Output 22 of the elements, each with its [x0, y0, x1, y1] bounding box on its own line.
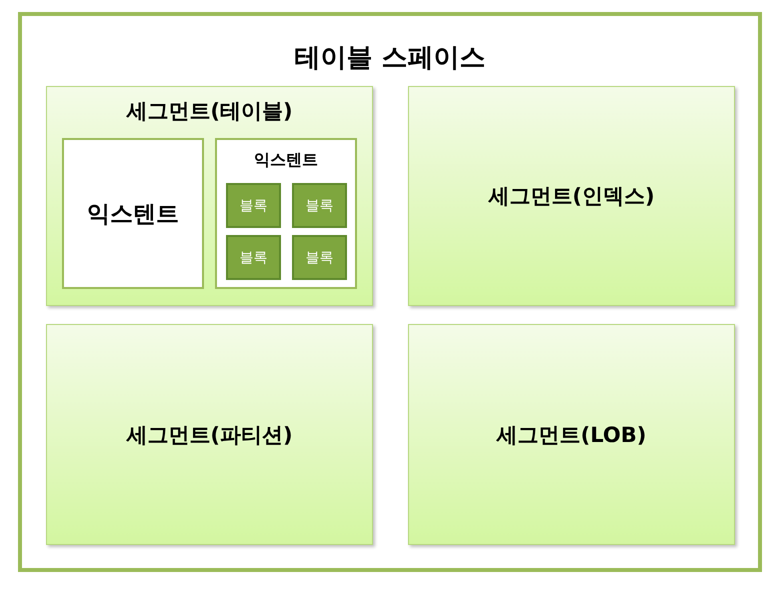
segment-panel	[408, 86, 735, 306]
extent-label: 익스텐트	[87, 200, 179, 229]
block-box	[292, 235, 347, 280]
extent-box	[62, 138, 204, 289]
extent-box	[215, 138, 357, 289]
extent-title: 익스텐트	[254, 150, 318, 171]
segment-panel	[46, 324, 373, 545]
block-label: 블록	[306, 248, 334, 266]
segment-label: 세그먼트(인덱스)	[488, 183, 655, 210]
tablespace-frame	[18, 12, 762, 572]
block-label: 블록	[240, 248, 268, 266]
block-box	[226, 235, 281, 280]
segment-label: 세그먼트(파티션)	[126, 422, 293, 448]
tablespace-title: 테이블 스페이스	[294, 42, 486, 75]
block-label: 블록	[306, 196, 334, 214]
segment-title: 세그먼트(테이블)	[126, 98, 293, 125]
segment-label: 세그먼트(LOB)	[496, 422, 646, 448]
segment-panel	[408, 324, 735, 545]
block-box	[226, 183, 281, 228]
segment-panel	[46, 86, 373, 306]
block-box	[292, 183, 347, 228]
block-label: 블록	[240, 196, 268, 214]
